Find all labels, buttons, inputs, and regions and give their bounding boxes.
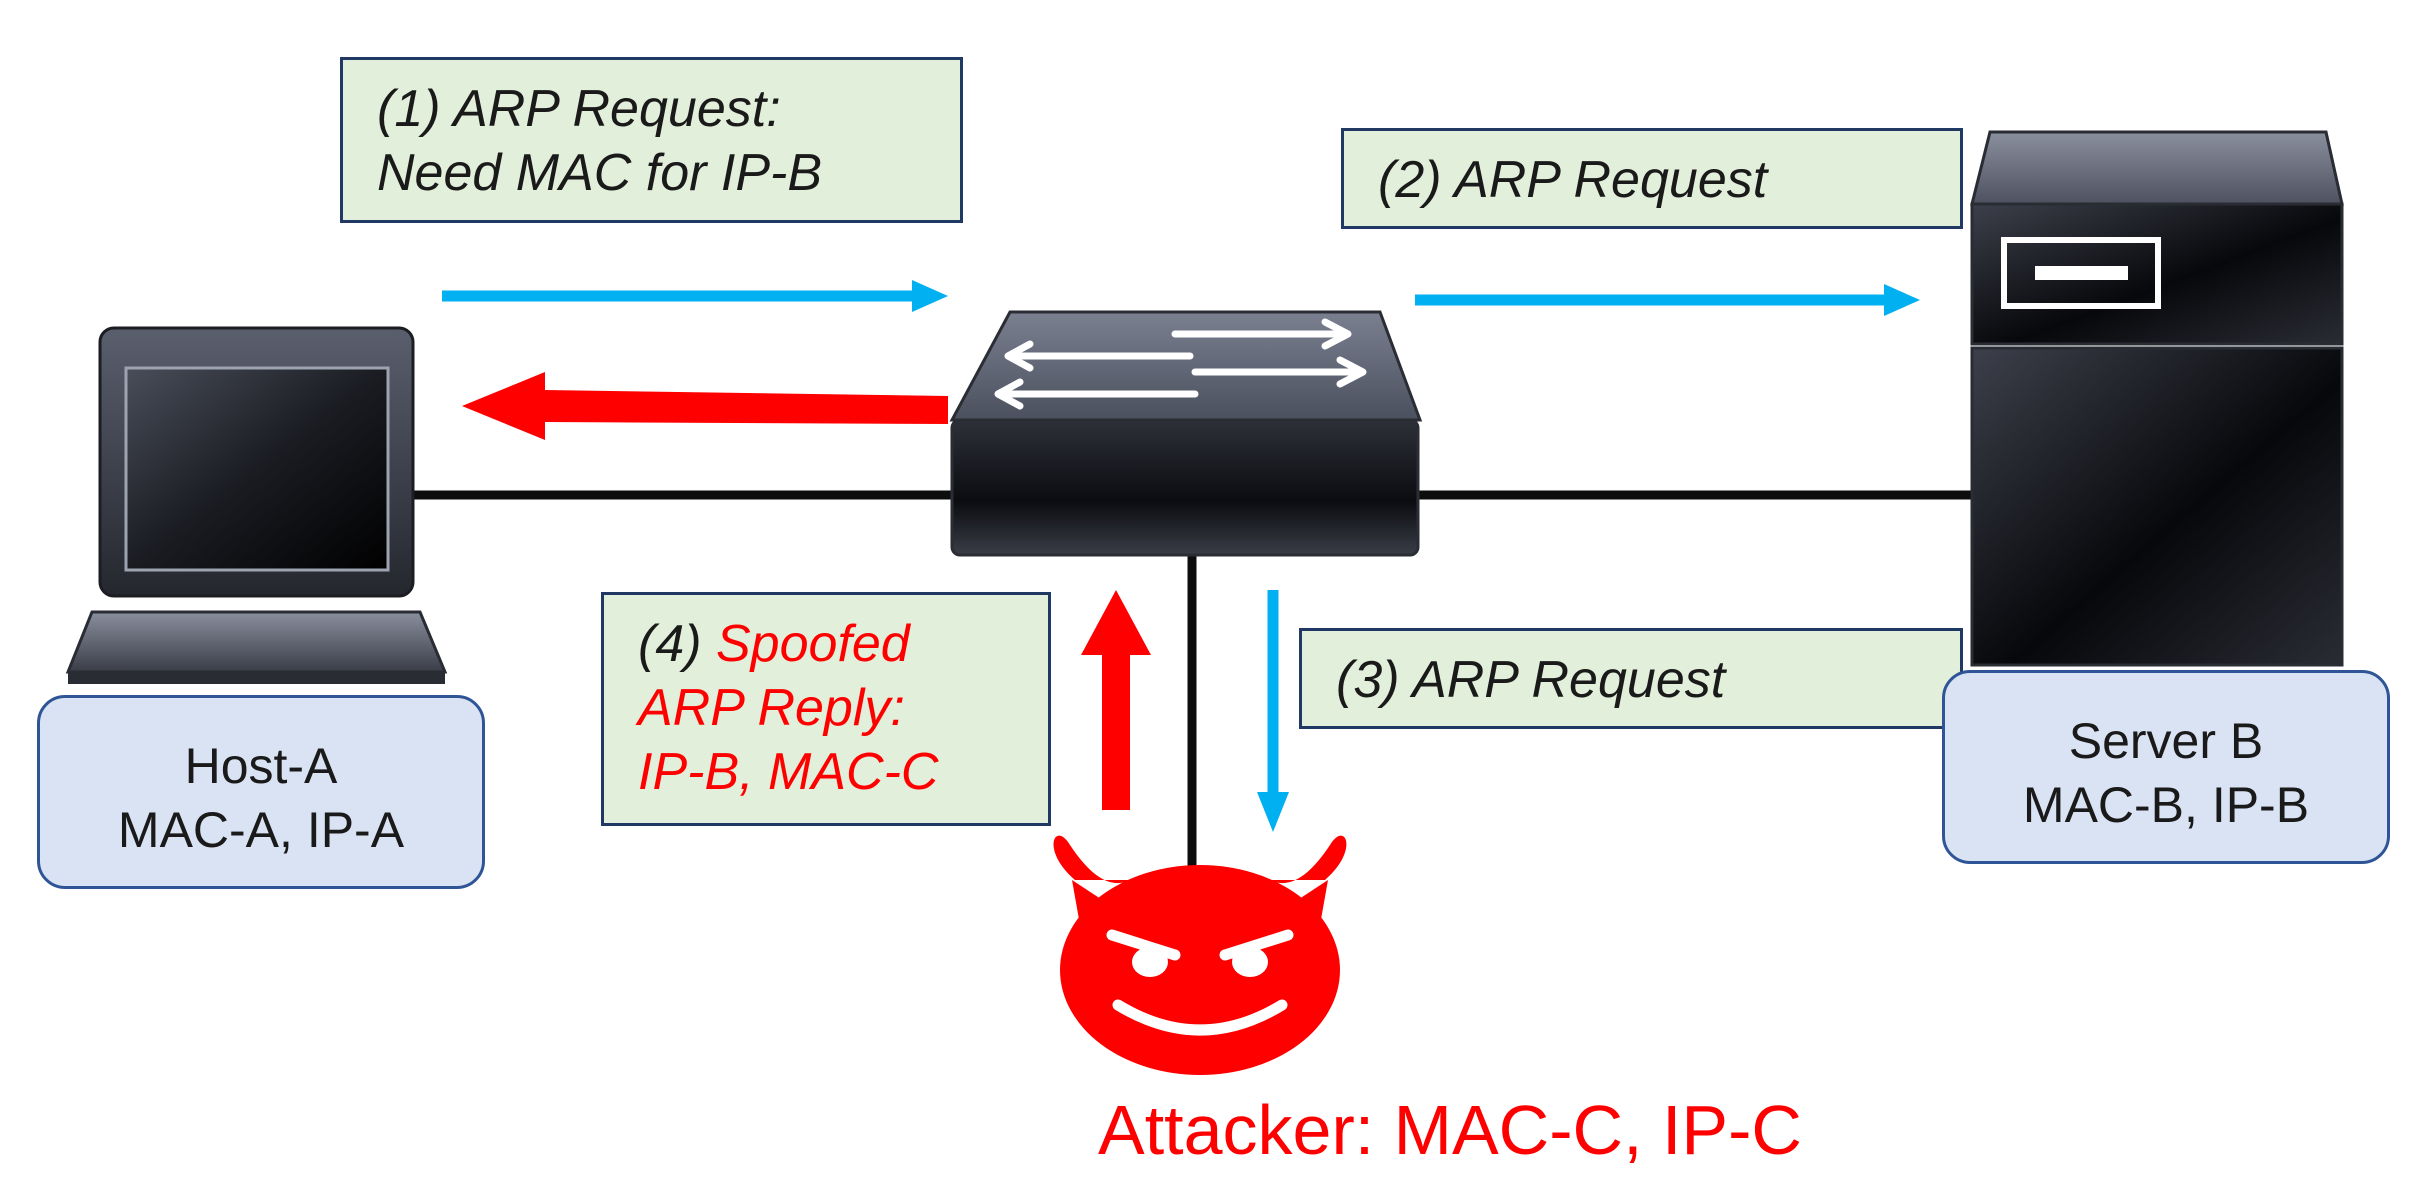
host-a-label: Host-A MAC-A, IP-A — [37, 695, 485, 889]
laptop-icon — [65, 326, 448, 684]
message-4-prefix: (4) — [638, 615, 716, 673]
host-a-address: MAC-A, IP-A — [117, 802, 405, 858]
message-1-box: (1) ARP Request: Need MAC for IP-B — [340, 57, 963, 223]
message-4-box: (4) Spoofed ARP Reply: IP-B, MAC-C — [601, 592, 1051, 826]
message-2-line1: (2) ARP Request — [1378, 151, 1768, 209]
arrow-request-3 — [1257, 590, 1289, 832]
server-icon — [1970, 130, 2344, 667]
devil-icon — [1053, 835, 1347, 1075]
message-1-line2: Need MAC for IP-B — [377, 144, 823, 202]
arrow-spoofed-reply-up — [1081, 590, 1151, 810]
message-1-line1: (1) ARP Request: — [377, 80, 781, 138]
message-3-box: (3) ARP Request — [1299, 628, 1963, 729]
arrow-spoofed-reply-left — [462, 372, 948, 440]
server-b-name: Server B — [2068, 713, 2264, 769]
server-b-label: Server B MAC-B, IP-B — [1942, 670, 2390, 864]
message-4-line2: ARP Reply: — [638, 679, 905, 737]
switch-icon — [949, 310, 1423, 557]
message-3-line1: (3) ARP Request — [1336, 651, 1726, 709]
message-2-box: (2) ARP Request — [1341, 128, 1963, 229]
attacker-label: Attacker: MAC-C, IP-C — [1098, 1091, 1802, 1169]
server-b-address: MAC-B, IP-B — [2022, 777, 2310, 833]
message-4-line3: IP-B, MAC-C — [638, 743, 939, 801]
message-4-line1: Spoofed — [716, 615, 910, 673]
arrow-request-2 — [1415, 284, 1920, 316]
host-a-name: Host-A — [184, 738, 338, 794]
arrow-request-1 — [442, 280, 948, 312]
